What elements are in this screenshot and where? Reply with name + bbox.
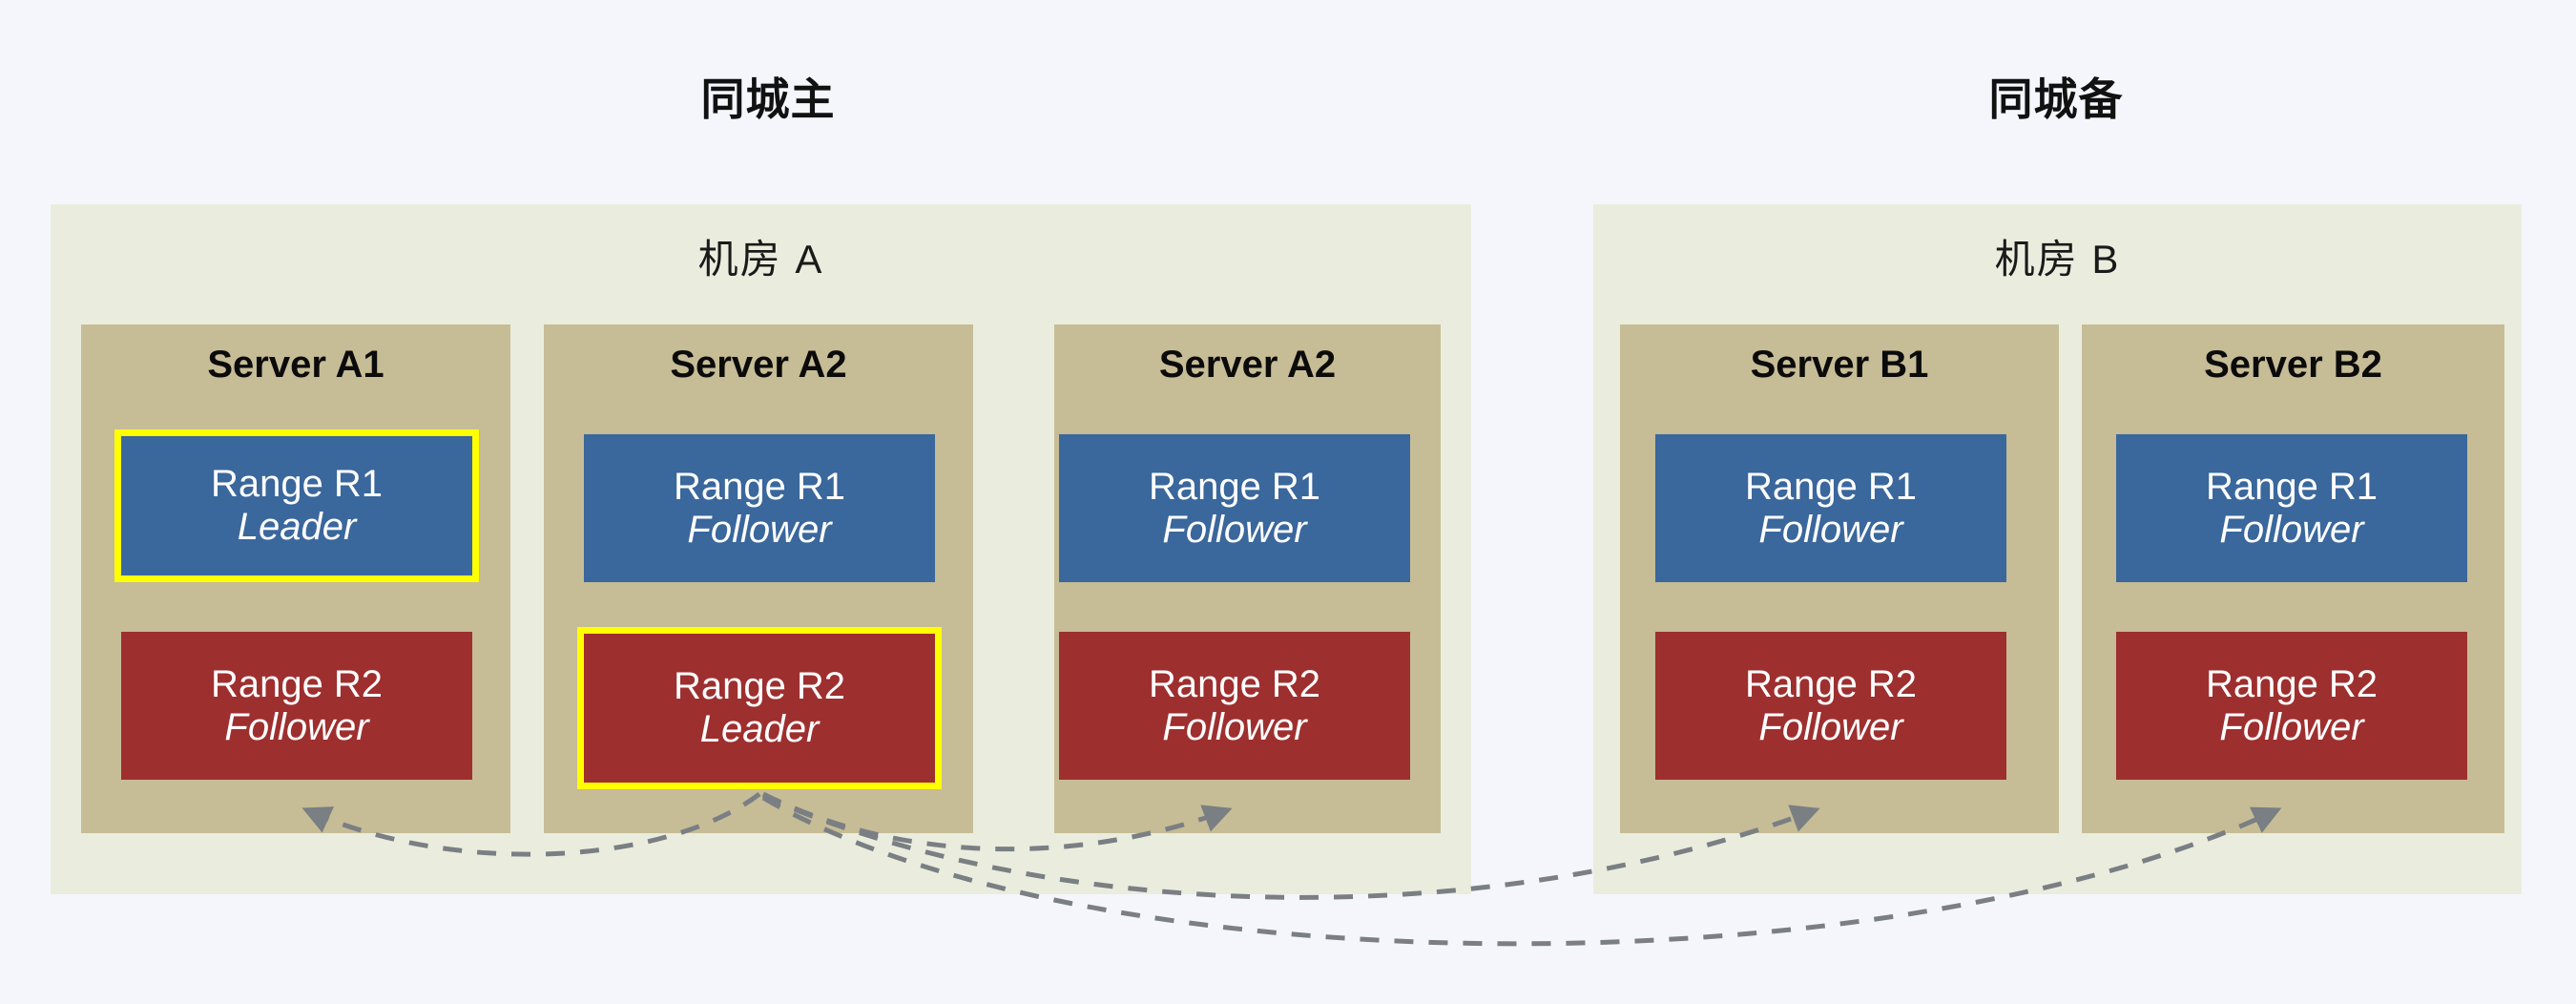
range-a1-r2-name: Range R2: [210, 662, 384, 705]
datacenter-b-label: 机房 B: [1994, 237, 2121, 282]
range-a2-r1-role: Follower: [687, 508, 832, 551]
server-a3-label: Server A2: [1158, 344, 1337, 386]
title-standby: 同城备: [1827, 65, 2285, 128]
range-a2-r2-role: Leader: [699, 708, 820, 750]
title-standby-text: 同城备: [1988, 74, 2124, 124]
range-a1-r1-name: Range R1: [210, 463, 384, 506]
range-b1-r1[interactable]: Range R1 Follower: [1655, 434, 2006, 582]
range-b1-r1-role: Follower: [1758, 508, 1903, 551]
range-a1-r1-role: Leader: [237, 506, 357, 548]
range-a2-r1-name: Range R1: [673, 465, 846, 508]
range-a1-r2-role: Follower: [224, 705, 369, 748]
server-b1-label: Server B1: [1750, 344, 1929, 386]
range-a3-r2[interactable]: Range R2 Follower: [1059, 632, 1410, 780]
range-a1-r1[interactable]: Range R1 Leader: [114, 429, 479, 582]
title-primary: 同城主: [539, 65, 997, 128]
range-b2-r2[interactable]: Range R2 Follower: [2116, 632, 2467, 780]
range-a3-r2-role: Follower: [1162, 705, 1307, 748]
range-b2-r1-role: Follower: [2219, 508, 2364, 551]
datacenter-a-label: 机房 A: [697, 237, 824, 282]
range-b2-r2-name: Range R2: [2205, 662, 2379, 705]
range-a2-r2-name: Range R2: [673, 665, 846, 708]
range-a2-r2[interactable]: Range R2 Leader: [577, 627, 942, 789]
title-primary-text: 同城主: [700, 74, 836, 124]
range-b1-r2-name: Range R2: [1744, 662, 1918, 705]
server-a2-label: Server A2: [670, 344, 847, 386]
server-b2-label: Server B2: [2204, 344, 2382, 386]
range-a3-r2-name: Range R2: [1148, 662, 1321, 705]
range-a1-r2[interactable]: Range R2 Follower: [121, 632, 472, 780]
range-a2-r1[interactable]: Range R1 Follower: [584, 434, 935, 582]
range-a3-r1-name: Range R1: [1148, 465, 1321, 508]
range-b1-r2[interactable]: Range R2 Follower: [1655, 632, 2006, 780]
range-b2-r1[interactable]: Range R1 Follower: [2116, 434, 2467, 582]
server-a1-label: Server A1: [207, 344, 384, 386]
range-a3-r1-role: Follower: [1162, 508, 1307, 551]
range-b1-r1-name: Range R1: [1744, 465, 1918, 508]
range-b2-r2-role: Follower: [2219, 705, 2364, 748]
range-b1-r2-role: Follower: [1758, 705, 1903, 748]
range-a3-r1[interactable]: Range R1 Follower: [1059, 434, 1410, 582]
range-b2-r1-name: Range R1: [2205, 465, 2379, 508]
